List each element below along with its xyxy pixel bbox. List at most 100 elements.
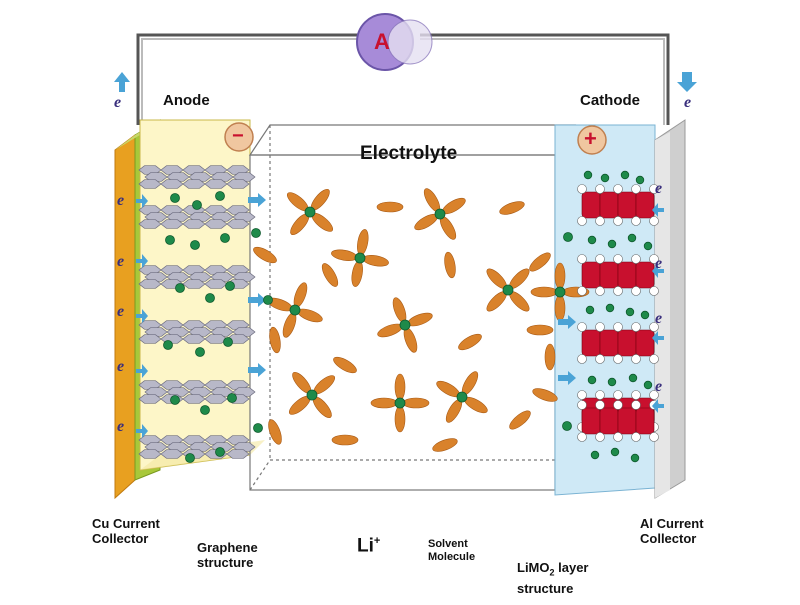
- graphene-hexagon: [210, 172, 234, 182]
- li-ion: [263, 295, 273, 305]
- electron-label-top-right: e: [684, 94, 692, 111]
- graphene-hexagon: [144, 327, 168, 337]
- graphene-hexagon: [204, 334, 228, 344]
- li-ion: [562, 421, 572, 431]
- oxygen-atom: [613, 432, 623, 442]
- li-ion: [306, 389, 318, 401]
- graphene-hexagon: [182, 394, 206, 404]
- oxygen-atom: [595, 184, 605, 194]
- solvent-molecule: [370, 397, 398, 409]
- solvent-molecule: [444, 251, 456, 279]
- li-ion: [590, 450, 600, 460]
- li-ion: [253, 423, 263, 433]
- oxygen-atom: [595, 216, 605, 226]
- electrolyte-title: Electrolyte: [360, 143, 458, 164]
- oxygen-atom: [631, 254, 641, 264]
- limo2-block: [617, 407, 637, 435]
- li-ion: [635, 175, 645, 185]
- electron-label: e: [117, 253, 125, 270]
- oxygen-atom: [577, 322, 587, 332]
- oxygen-atom: [649, 354, 659, 364]
- li-ion: [625, 307, 635, 317]
- graphene-hexagon: [232, 172, 256, 182]
- plus-icon: [577, 125, 607, 155]
- oxygen-atom: [631, 184, 641, 194]
- li-ion: [607, 377, 617, 387]
- graphene-hexagon: [188, 212, 212, 222]
- li-ion: [170, 193, 180, 203]
- solvent-molecule: [402, 397, 430, 409]
- oxygen-atom: [577, 254, 587, 264]
- li-ion: [192, 200, 202, 210]
- solvent-molecule: [509, 410, 531, 430]
- graphene-hexagon: [210, 272, 234, 282]
- li-ion: [643, 241, 653, 251]
- left-arrow-icon: [652, 203, 664, 217]
- limo2-block: [599, 191, 619, 219]
- limo2-block: [599, 407, 619, 435]
- oxygen-atom: [631, 322, 641, 332]
- electron-label: e: [655, 180, 663, 197]
- li-ion: [227, 393, 237, 403]
- graphene-hexagon: [144, 212, 168, 222]
- right-arrow-icon: [136, 424, 148, 438]
- right-arrow-icon: [136, 194, 148, 208]
- limo2-block: [635, 261, 655, 289]
- electron-label-top-left: e: [114, 94, 122, 111]
- graphene-hexagon: [182, 179, 206, 189]
- li-ion: [605, 303, 615, 313]
- graphene-hexagon: [188, 387, 212, 397]
- right-arrow-icon: [136, 364, 148, 378]
- li-ion: [502, 284, 514, 296]
- li-ion: [220, 233, 230, 243]
- right-arrow-icon: [136, 254, 148, 268]
- electron-label: e: [655, 255, 663, 272]
- graphene-hexagon: [226, 219, 250, 229]
- oxygen-atom: [631, 432, 641, 442]
- oxygen-atom: [649, 286, 659, 296]
- solvent-molecule: [554, 294, 566, 322]
- electron-label: e: [655, 378, 663, 395]
- graphene-hexagon: [188, 442, 212, 452]
- oxygen-atom: [649, 322, 659, 332]
- graphene-hexagon: [188, 172, 212, 182]
- minus-icon: [224, 122, 254, 152]
- graphene-hexagon: [188, 327, 212, 337]
- solvent-molecule: [432, 438, 458, 452]
- oxygen-atom: [649, 254, 659, 264]
- oxygen-atom: [577, 432, 587, 442]
- oxygen-atom: [577, 216, 587, 226]
- solvent-molecule: [532, 388, 558, 402]
- oxygen-atom: [577, 390, 587, 400]
- oxygen-atom: [631, 354, 641, 364]
- oxygen-atom: [595, 354, 605, 364]
- graphene-hexagon: [138, 179, 162, 189]
- solvent-molecule: [268, 419, 282, 445]
- oxygen-atom: [613, 354, 623, 364]
- oxygen-atom: [613, 184, 623, 194]
- li-ion: [223, 337, 233, 347]
- graphene-hexagon: [144, 442, 168, 452]
- oxygen-atom: [649, 216, 659, 226]
- li-ion: [607, 239, 617, 249]
- li-ion: [200, 405, 210, 415]
- graphene-hexagon: [188, 272, 212, 282]
- graphene-hexagon: [210, 212, 234, 222]
- solvent-molecule: [269, 326, 281, 354]
- graphene-hexagon: [138, 219, 162, 229]
- li-ion: [628, 373, 638, 383]
- oxygen-atom: [649, 390, 659, 400]
- li-ion: [394, 397, 406, 409]
- oxygen-atom: [649, 432, 659, 442]
- graphene-hexagon: [166, 272, 190, 282]
- li-ion: [175, 283, 185, 293]
- li-ion: [583, 170, 593, 180]
- up-arrow-icon: [114, 72, 130, 92]
- oxygen-atom: [595, 400, 605, 410]
- graphene-hexagon: [226, 179, 250, 189]
- li-ion: [195, 347, 205, 357]
- limo2-block: [581, 261, 601, 289]
- solvent-molecule: [394, 405, 406, 433]
